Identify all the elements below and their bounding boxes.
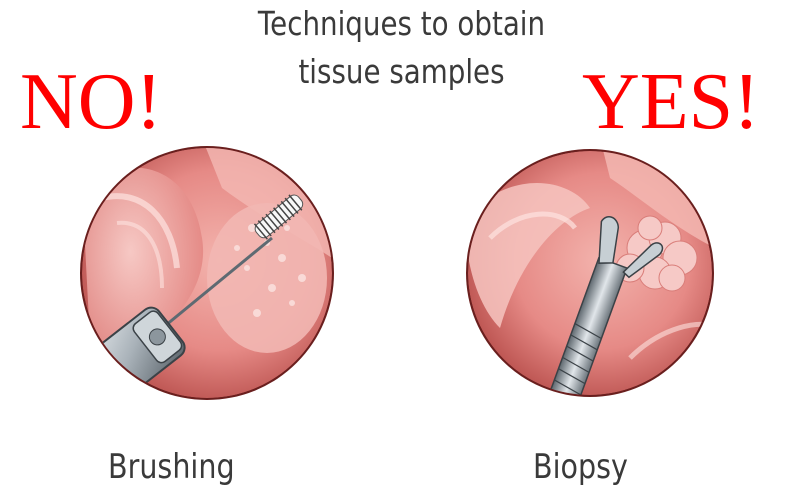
biopsy-caption: Biopsy — [533, 447, 628, 487]
brushing-illustration — [72, 128, 342, 418]
page-title-line-1: Techniques to obtain — [71, 4, 732, 43]
brushing-caption: Brushing — [108, 447, 235, 487]
biopsy-illustration — [460, 128, 720, 418]
